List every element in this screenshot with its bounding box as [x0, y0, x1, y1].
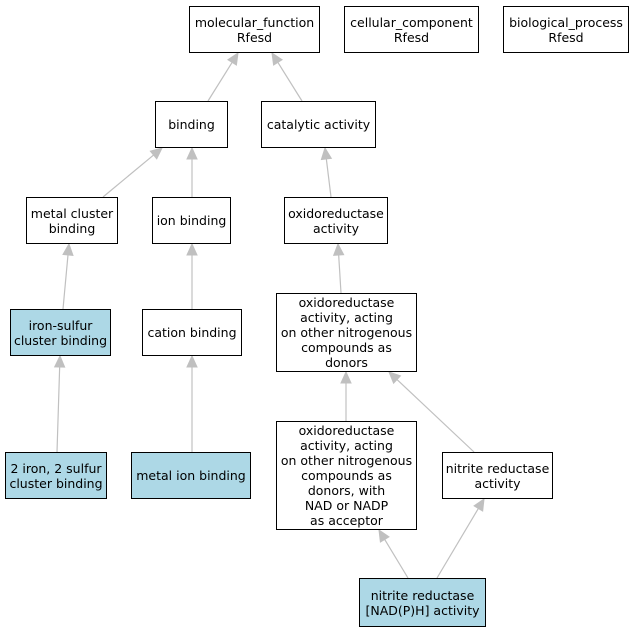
edge-binding-to-mf [207, 51, 239, 102]
term-node-oxido-nadp[interactable]: oxidoreductase activity, acting on other… [276, 421, 417, 530]
edge-catalytic-to-mf [271, 51, 303, 102]
term-node-cc[interactable]: cellular_component Rfesd [344, 6, 479, 53]
edge-nitrite-nadph-to-nitrite-red [436, 497, 485, 579]
edge-oxido-nadp-to-oxido-n [340, 370, 352, 421]
edge-arrowhead [271, 51, 283, 66]
edge-arrowhead [149, 147, 163, 160]
edge-arrowhead [53, 354, 66, 368]
edge-arrowhead [388, 371, 402, 385]
edge-line [396, 379, 475, 453]
edge-line [56, 366, 61, 453]
edge-nitrite-nadph-to-oxido-nadp [378, 528, 409, 579]
term-node-metal-cluster[interactable]: metal cluster binding [26, 197, 118, 244]
term-node-bp[interactable]: biological_process Rfesd [503, 6, 629, 53]
term-node-oxidoreductase[interactable]: oxidoreductase activity [284, 197, 388, 244]
edge-line [325, 158, 332, 198]
edge-arrowhead [320, 146, 333, 161]
edge-arrowhead [340, 370, 352, 384]
term-node-catalytic[interactable]: catalytic activity [261, 101, 376, 148]
edge-fe-s-to-metal-cluster [62, 242, 74, 310]
term-node-fe-s[interactable]: iron-sulfur cluster binding [10, 309, 111, 356]
edge-line [277, 62, 303, 102]
term-node-fe2s2[interactable]: 2 iron, 2 sulfur cluster binding [5, 452, 107, 499]
edge-arrowhead [186, 242, 198, 256]
edge-arrowhead [186, 354, 198, 368]
term-node-cation[interactable]: cation binding [142, 309, 242, 356]
edge-line [338, 254, 342, 294]
edge-metal-cluster-to-binding [102, 147, 163, 198]
term-node-oxido-n[interactable]: oxidoreductase activity, acting on other… [276, 293, 417, 372]
edge-oxido-n-to-oxidoreductase [332, 242, 345, 294]
edge-oxidoreductase-to-catalytic [320, 146, 333, 198]
edge-line [207, 62, 233, 102]
term-node-mf[interactable]: molecular_function Rfesd [189, 6, 320, 53]
edge-metal-ion-to-cation [186, 354, 198, 452]
edge-fe2s2-to-fe-s [53, 354, 66, 453]
edge-arrowhead [378, 528, 390, 543]
edge-line [384, 539, 409, 579]
edge-arrowhead [186, 146, 198, 160]
term-node-nitrite-nadph[interactable]: nitrite reductase [NAD(P)H] activity [359, 578, 486, 627]
edge-ion-binding-to-binding [186, 146, 198, 197]
edge-arrowhead [62, 242, 74, 256]
edge-arrowhead [473, 497, 485, 512]
term-node-nitrite-red[interactable]: nitrite reductase activity [442, 452, 553, 499]
term-node-metal-ion[interactable]: metal ion binding [131, 452, 251, 499]
edge-line [102, 154, 154, 198]
edge-nitrite-red-to-oxido-n [388, 371, 475, 453]
edge-line [62, 254, 69, 310]
edge-line [436, 508, 479, 579]
term-node-ion-binding[interactable]: ion binding [152, 197, 231, 244]
term-node-binding[interactable]: binding [155, 101, 228, 148]
edge-arrowhead [227, 51, 239, 66]
edge-arrowhead [332, 242, 345, 256]
edge-cation-to-ion-binding [186, 242, 198, 309]
